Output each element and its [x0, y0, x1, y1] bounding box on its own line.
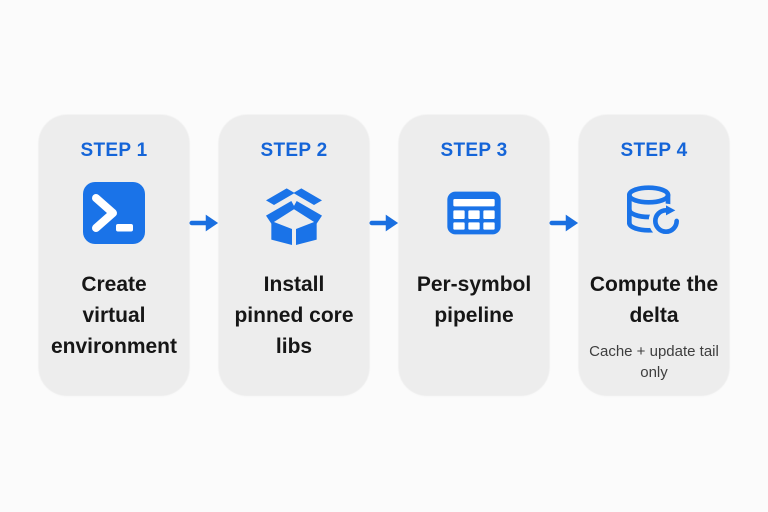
arrow-right-icon	[189, 210, 219, 236]
step-4-title: Compute the delta	[589, 273, 719, 327]
step-3-label: STEP 3	[440, 140, 508, 161]
database-sync-icon	[622, 181, 686, 245]
step-1-title: Create virtual environment	[50, 273, 178, 358]
arrow-right-icon	[369, 210, 399, 236]
step-4-label: STEP 4	[620, 140, 688, 161]
step-2-title: Install pinned core libs	[234, 273, 354, 358]
table-icon	[442, 181, 506, 245]
step-card-4: STEP 4 Compute the delta Cache + update …	[579, 115, 729, 395]
open-box-icon	[262, 181, 326, 245]
step-2-label: STEP 2	[260, 140, 328, 161]
arrow-right-icon	[549, 210, 579, 236]
step-card-2: STEP 2 Install pinned core libs	[219, 115, 369, 395]
step-3-title: Per-symbol pipeline	[416, 273, 532, 327]
step-1-label: STEP 1	[80, 140, 148, 161]
steps-row: STEP 1 Create virtual environment STEP 2	[0, 115, 768, 395]
step-card-3: STEP 3 Per-symbol pipeline	[399, 115, 549, 395]
terminal-icon	[82, 181, 146, 245]
step-card-1: STEP 1 Create virtual environment	[39, 115, 189, 395]
step-4-subtitle: Cache + update tail only	[589, 343, 719, 381]
